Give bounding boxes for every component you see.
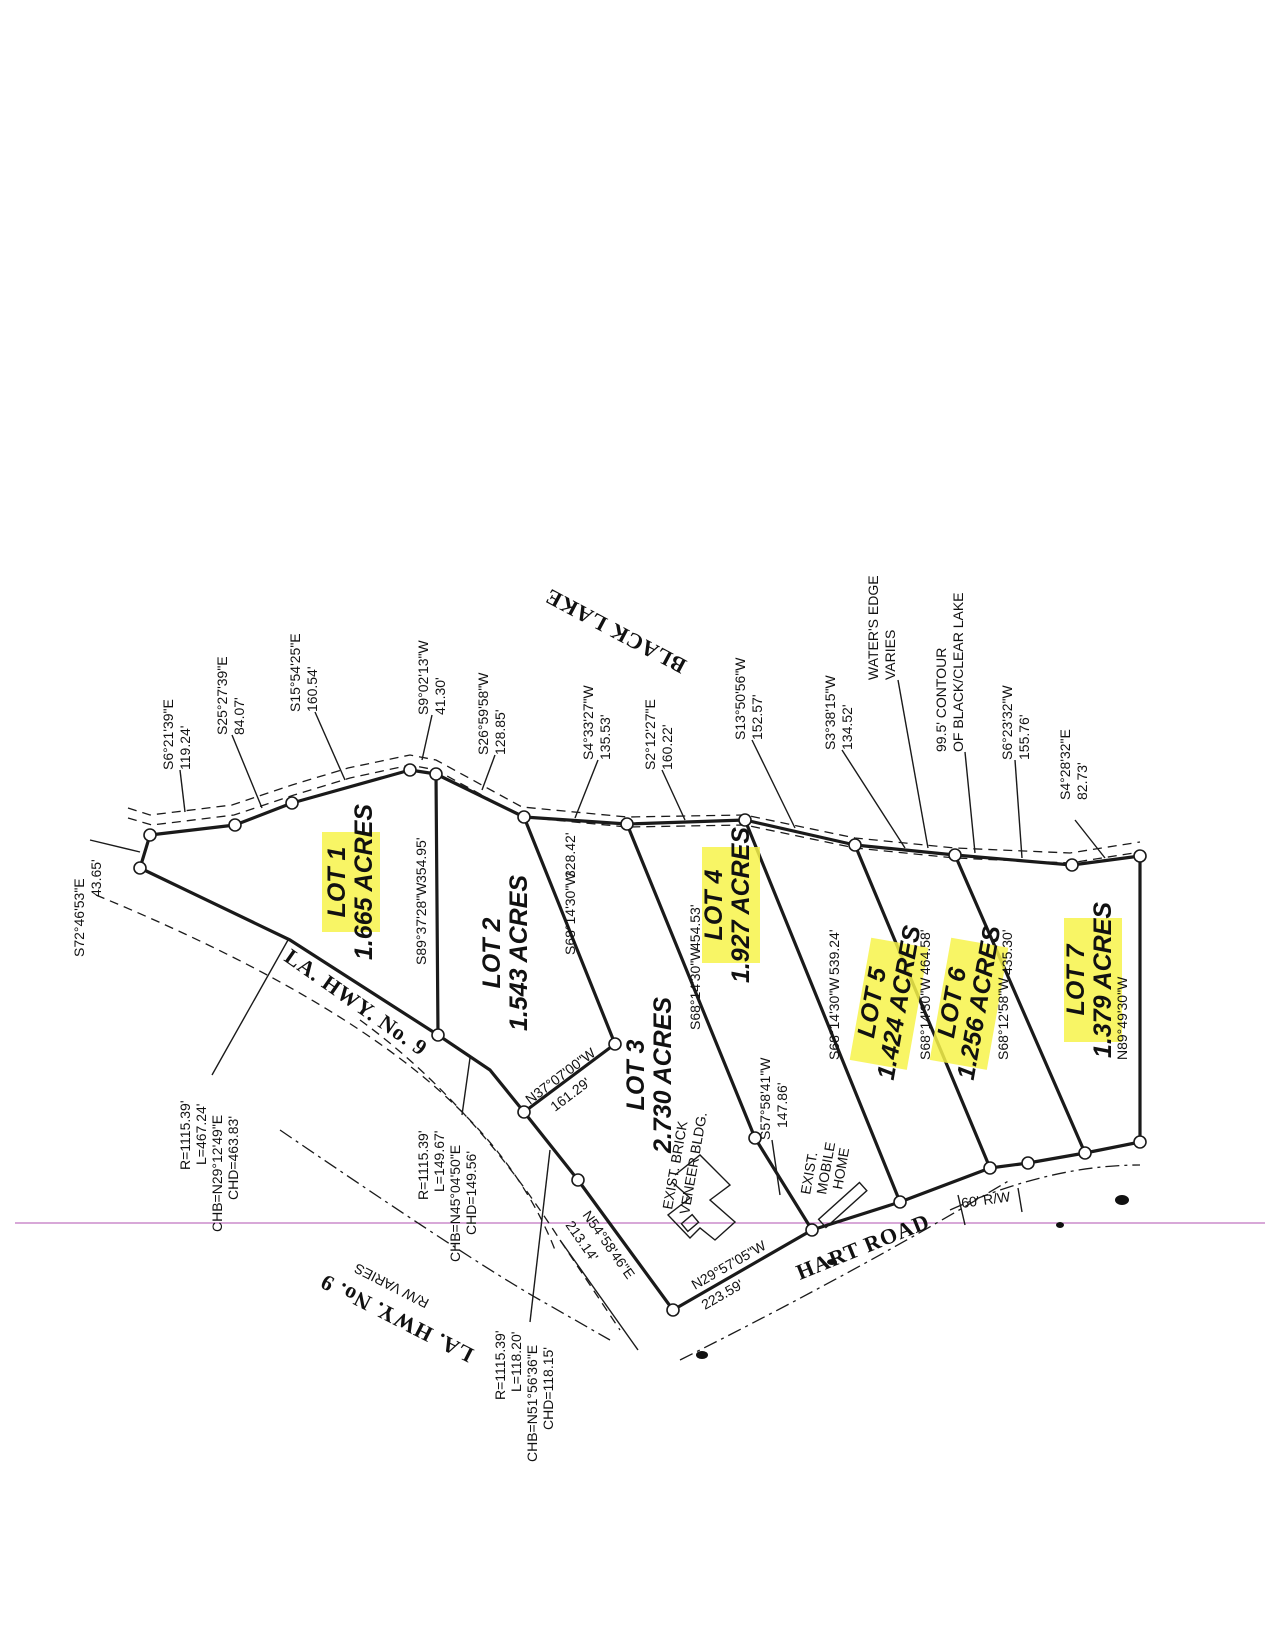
lot1-area: 1.665 ACRES <box>350 804 378 960</box>
lot-highlights <box>322 832 1122 1070</box>
hart-road-label: HART ROAD <box>793 1208 934 1284</box>
call-1-bearing: S6°21'39"E <box>160 699 176 770</box>
curve-3-chd: CHD=118.15' <box>540 1347 556 1430</box>
call-8-bearing: S13°50'56"W <box>732 657 748 740</box>
lot-line-3-bearing: S68°14'30"W <box>687 947 703 1030</box>
road-marks <box>696 1195 1129 1359</box>
lot6-highlight <box>929 937 1009 1070</box>
curve-2-r: R=1115.39' <box>415 1131 431 1201</box>
call-4-bearing: S9°02'13"W <box>415 639 431 715</box>
lot3-inner-bearing: S57°58'41"W <box>757 1057 773 1140</box>
lot3-inner-distance: 147.86' <box>774 1083 790 1129</box>
black-lake-label: BLACK LAKE <box>541 584 691 679</box>
call-1-distance: 119.24' <box>177 726 193 770</box>
waters-edge-line2: VARIES <box>882 630 898 680</box>
lot-line-1-distance: 354.95' <box>413 838 429 884</box>
building-labels: EXIST. BRICK VENEER BLDG. EXIST. MOBILE … <box>659 1111 852 1216</box>
lot7-area: 1.379 ACRES <box>1089 902 1117 1058</box>
call-7-distance: 160.22' <box>659 725 675 771</box>
curve-1-r: R=1115.39' <box>177 1101 193 1171</box>
curve-3-l: L=118.20' <box>508 1332 524 1392</box>
mobile-label-line1: EXIST. <box>797 1151 820 1196</box>
contour-line1: 99.5' CONTOUR <box>933 648 949 752</box>
highway-label: LA. HWY. No. 9 <box>280 944 432 1061</box>
call-7-bearing: S2°12'27"E <box>642 699 658 770</box>
call-8-distance: 152.57' <box>749 695 765 741</box>
call-4-distance: 41.30' <box>432 677 448 715</box>
call-5-distance: 128.85' <box>492 710 508 756</box>
contour-line2: OF BLACK/CLEAR LAKE <box>950 592 966 752</box>
lot-line-4-distance: 539.24' <box>826 930 842 976</box>
lot-line-5-bearing: S68°14'30"W <box>917 977 933 1060</box>
call-6-distance: 135.53' <box>597 715 613 761</box>
tie-call: S72°46'53"E 43.65' <box>71 839 141 957</box>
mobile-label-line3: HOME <box>829 1146 852 1190</box>
lot-line-2-distance: 328.42' <box>562 833 578 879</box>
call-11-bearing: S4°28'32"E <box>1057 729 1073 800</box>
lot1-highlight <box>322 832 380 932</box>
curve-1-l: L=467.24' <box>193 1104 209 1165</box>
hart-rw-label: 60' R/W <box>960 1188 1012 1211</box>
lot-line-7-bearing: N89°49'30"W <box>1114 976 1130 1060</box>
lot-line-5-distance: 464.58' <box>917 930 933 976</box>
lot2-area: 1.543 ACRES <box>505 875 533 1031</box>
call-6-bearing: S4°33'27"W <box>580 684 596 760</box>
brick-building <box>666 1154 737 1241</box>
lot4-area: 1.927 ACRES <box>727 827 755 983</box>
lot4-name: LOT 4 <box>700 869 728 940</box>
tie-bearing: S72°46'53"E <box>71 878 87 957</box>
hart-road <box>679 1164 1141 1361</box>
curve-2-chd: CHD=149.56' <box>463 1151 479 1235</box>
lot2-name: LOT 2 <box>478 917 506 988</box>
lot7-name: LOT 7 <box>1062 943 1090 1015</box>
tie-distance: 43.65' <box>88 859 104 897</box>
lot3-area: 2.730 ACRES <box>649 997 677 1154</box>
lot-line-1-bearing: S89°37'28"W <box>413 882 429 965</box>
call-2-bearing: S25°27'39"E <box>214 656 230 735</box>
call-10-distance: 155.76' <box>1016 715 1032 761</box>
lot-line-4-bearing: S68°14'30"W <box>826 977 842 1060</box>
curve-1-chb: CHB=N29°12'49"E <box>209 1115 225 1232</box>
lake-calls: S6°21'39"E 119.24' S25°27'39"E 84.07' S1… <box>160 633 1106 859</box>
lot-line-2-bearing: S68°14'30"W <box>562 872 578 955</box>
survey-pins <box>133 763 1147 1317</box>
call-2-distance: 84.07' <box>231 697 247 735</box>
waters-edge-line1: WATER'S EDGE <box>865 575 881 680</box>
curve-1-chd: CHD=463.83' <box>225 1116 241 1200</box>
lot-line-6-distance: 435.30' <box>999 930 1015 976</box>
curve-2-chb: CHB=N45°04'50"E <box>447 1145 463 1262</box>
mobile-home <box>817 1181 868 1229</box>
lot5-highlight <box>849 937 929 1070</box>
lot-boundaries <box>138 768 1142 1312</box>
call-3-bearing: S15°54'25"E <box>287 633 303 712</box>
lot-line-6-bearing: S68°12'58"W <box>995 977 1011 1060</box>
highway-right-of-way <box>95 894 639 1351</box>
call-5-bearing: S26°59'58"W <box>475 672 491 755</box>
call-11-distance: 82.73' <box>1074 762 1090 800</box>
call-9-distance: 134.52' <box>839 705 855 751</box>
curve-3-r: R=1115.39' <box>492 1331 508 1401</box>
lot-line-calls: S89°37'28"W 354.95' S68°14'30"W 328.42' … <box>413 833 1130 1061</box>
curve-2-l: L=149.67' <box>431 1131 447 1192</box>
call-3-distance: 160.54' <box>304 667 320 713</box>
lot3-name: LOT 3 <box>622 1039 650 1110</box>
lot-line-3-distance: 454.53' <box>687 905 703 951</box>
call-10-bearing: S6°23'32"W <box>999 684 1015 760</box>
call-9-bearing: S3°38'15"W <box>822 674 838 750</box>
lot4-highlight <box>702 847 760 963</box>
curve-3-chb: CHB=N51°56'36"E <box>524 1345 540 1462</box>
lot7-highlight <box>1064 918 1122 1042</box>
curve-data: R=1115.39' L=467.24' CHB=N29°12'49"E CHD… <box>177 939 556 1462</box>
lot1-name: LOT 1 <box>323 847 351 918</box>
